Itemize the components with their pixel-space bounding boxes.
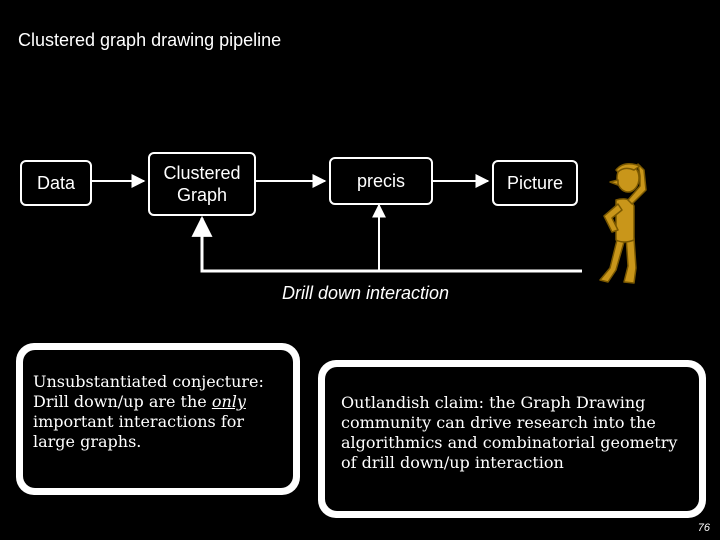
page-number: 76 — [697, 522, 710, 534]
precis-box-label: precis — [356, 171, 405, 191]
drill-down-label: Drill down interaction — [282, 283, 450, 303]
feedback-line — [191, 215, 582, 273]
conjecture-text-after: important interactions for large graphs. — [33, 412, 245, 451]
picture-box-label: Picture — [506, 173, 564, 193]
picture-box: Picture — [492, 160, 578, 206]
clustered-graph-label-line1: Clustered — [163, 163, 241, 183]
conjecture-emphasis: only — [211, 392, 246, 411]
data-box: Data — [20, 160, 92, 206]
data-box-label: Data — [36, 173, 76, 193]
conjecture-text: Unsubstantiated conjecture: Drill down/u… — [23, 350, 293, 488]
claim-text: Outlandish claim: the Graph Drawing comm… — [325, 367, 699, 511]
precis-box: precis — [329, 157, 433, 205]
clustered-graph-box: Clustered Graph — [148, 152, 256, 216]
head-scratching-figure-icon — [599, 163, 647, 284]
claim-note: Outlandish claim: the Graph Drawing comm… — [318, 360, 706, 518]
clustered-graph-label-line2: Graph — [176, 185, 227, 205]
slide-title: Clustered graph drawing pipeline — [18, 30, 282, 50]
conjecture-note: Unsubstantiated conjecture: Drill down/u… — [16, 343, 300, 495]
conjecture-text-before: Unsubstantiated conjecture: Drill down/u… — [33, 372, 264, 411]
